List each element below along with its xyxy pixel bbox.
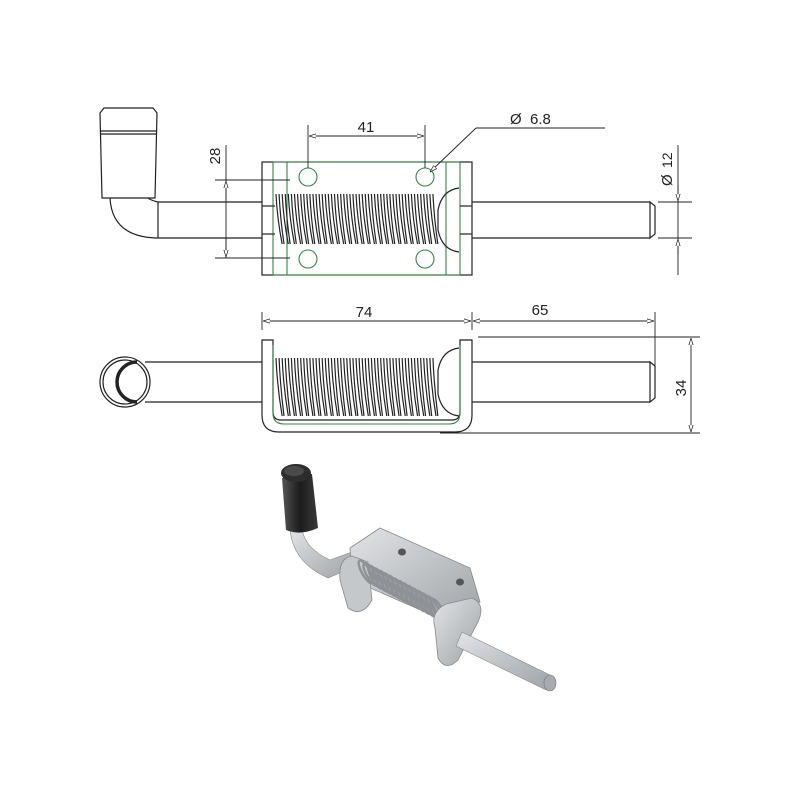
diameter-symbol: Ø — [510, 111, 522, 128]
spring-coil — [312, 193, 322, 245]
spring-coil — [429, 193, 439, 245]
spring-coil — [330, 357, 340, 417]
dimension-hole-diameter: Ø 6.8 — [430, 111, 605, 172]
spring-coil — [300, 357, 310, 417]
spring-coil — [429, 357, 439, 417]
mount-hole — [456, 578, 464, 586]
spring-coil — [355, 193, 365, 245]
dimension-pin-extension: 65 — [473, 302, 656, 395]
mount-hole — [415, 249, 435, 269]
spring-coil — [386, 193, 396, 245]
spring-coil — [392, 357, 402, 417]
spring-coil — [361, 357, 371, 417]
spring-coil — [306, 357, 316, 417]
dimension-hole-spacing: 41 — [307, 119, 426, 168]
spring-coil — [287, 357, 297, 417]
spring-coil — [324, 193, 334, 245]
spring-coil — [398, 193, 408, 245]
spring-coil — [281, 357, 291, 417]
spring-coil — [380, 357, 390, 417]
mount-hole — [298, 249, 318, 269]
spring-coil — [336, 193, 347, 245]
spring-coil — [287, 193, 297, 245]
spring-coil — [343, 357, 353, 417]
spring-coil — [330, 193, 340, 245]
spring-coil — [349, 357, 359, 417]
handle-grip — [99, 107, 158, 199]
handle-end — [99, 356, 151, 408]
dimension-label: 6.8 — [530, 111, 551, 128]
spring-coil — [275, 357, 285, 417]
dimension-bracket-length: 74 — [261, 304, 473, 330]
dimension-hole-vertical-spacing: 28 — [207, 145, 290, 259]
spring-coil — [367, 357, 377, 417]
pin-rod — [145, 360, 656, 404]
spring-coil — [416, 193, 427, 245]
handle-elbow — [109, 197, 159, 239]
spring-coil — [410, 357, 420, 417]
dimension-pin-diameter: Ø 12 — [658, 145, 692, 275]
handle-grip — [281, 464, 318, 533]
pin-tip — [543, 674, 557, 692]
spring-coil — [423, 193, 433, 245]
spring-coil — [343, 193, 353, 245]
dimension-label: 12 — [659, 152, 675, 168]
spring-coil — [361, 193, 371, 245]
spring-coil — [349, 193, 359, 245]
spring-coil — [398, 357, 408, 417]
side-view: 74 65 34 — [99, 302, 700, 434]
spring-coil — [416, 357, 427, 417]
spring-coil — [423, 357, 433, 417]
spring-coil — [386, 357, 396, 417]
spring-coil — [355, 357, 365, 417]
spring — [275, 193, 439, 245]
spring-coil — [300, 193, 310, 245]
spring-coil — [336, 357, 347, 417]
pin-rod — [455, 631, 553, 691]
spring-coil — [404, 357, 414, 417]
spring-coil — [306, 193, 316, 245]
dimension-label: 65 — [532, 302, 549, 319]
spring-coil — [275, 193, 285, 245]
pin-rod — [155, 200, 656, 240]
spring-coil — [293, 193, 304, 245]
spring-coil — [293, 357, 304, 417]
diameter-symbol: Ø — [659, 174, 676, 186]
dimension-label: 28 — [207, 148, 224, 165]
spring-coil — [373, 357, 384, 417]
spring-coil — [392, 193, 402, 245]
dimension-label: 41 — [358, 119, 375, 136]
spring — [275, 357, 439, 417]
mount-hole — [398, 548, 406, 556]
spring-coil — [281, 193, 291, 245]
spring-coil — [324, 357, 334, 417]
spring-coil — [318, 193, 328, 245]
spring-coil — [312, 357, 322, 417]
spring-coil — [367, 193, 377, 245]
dimension-label: 34 — [673, 380, 690, 397]
isometric-render — [281, 464, 557, 692]
top-view: 41 Ø 6.8 28 Ø 12 — [99, 107, 692, 276]
dimension-label: 74 — [356, 304, 373, 321]
spring-coil — [318, 357, 328, 417]
spring-coil — [380, 193, 390, 245]
bracket-end-plate — [433, 597, 482, 666]
spring-coil — [404, 193, 414, 245]
spring-coil — [410, 193, 420, 245]
mount-hole — [298, 167, 318, 187]
spring-coil — [373, 193, 384, 245]
dimension-bracket-height: 34 — [440, 336, 700, 434]
u-bracket — [261, 339, 473, 433]
